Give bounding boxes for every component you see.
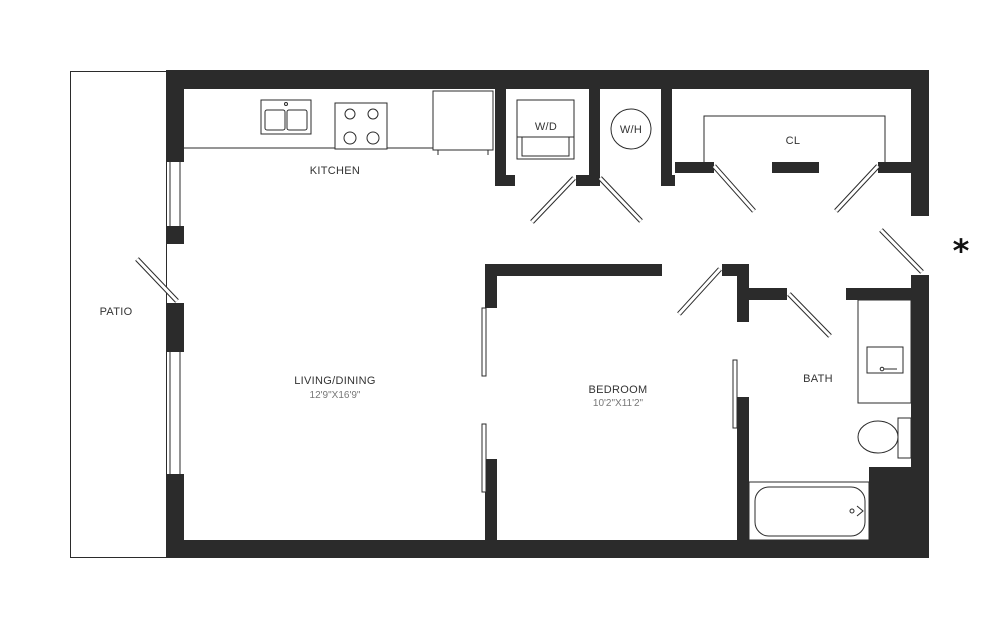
refrigerator-icon [432, 90, 494, 155]
windows [169, 162, 181, 474]
kitchen-label: KITCHEN [310, 165, 360, 177]
water-heater-label: W/H [620, 124, 642, 136]
bedroom-pocket-doors[interactable] [481, 307, 738, 493]
closet-label: CL [786, 135, 801, 147]
washer-dryer-icon [516, 99, 575, 160]
bath-fixtures [748, 299, 912, 541]
washer-dryer-label: W/D [535, 121, 557, 133]
bathtub-icon [748, 481, 870, 541]
entry-marker-icon: * [953, 232, 970, 270]
wd-closet-door[interactable] [530, 176, 643, 224]
water-heater-icon [610, 108, 652, 150]
entry-door[interactable] [879, 228, 924, 274]
doors [135, 164, 924, 493]
living-dining-label: LIVING/DINING [294, 375, 376, 387]
bedroom-label: BEDROOM [589, 384, 648, 396]
bedroom-dims: 10'2"X11'2" [593, 398, 644, 409]
patio-label: PATIO [100, 306, 133, 318]
stove-icon [334, 102, 388, 150]
interior-walls [485, 89, 911, 558]
bath-door[interactable] [787, 292, 832, 338]
bedroom-door[interactable] [677, 267, 722, 316]
patio-door[interactable] [135, 257, 179, 303]
sink-icon [260, 99, 312, 135]
bath-label: BATH [803, 373, 833, 385]
vanity-sink-icon [857, 299, 912, 404]
closet-shelf [703, 115, 886, 162]
toilet-icon [857, 417, 912, 459]
cl-closet-door[interactable] [712, 164, 880, 213]
living-dining-dims: 12'9"X16'9" [310, 390, 361, 401]
kitchen-fixtures [184, 90, 494, 155]
